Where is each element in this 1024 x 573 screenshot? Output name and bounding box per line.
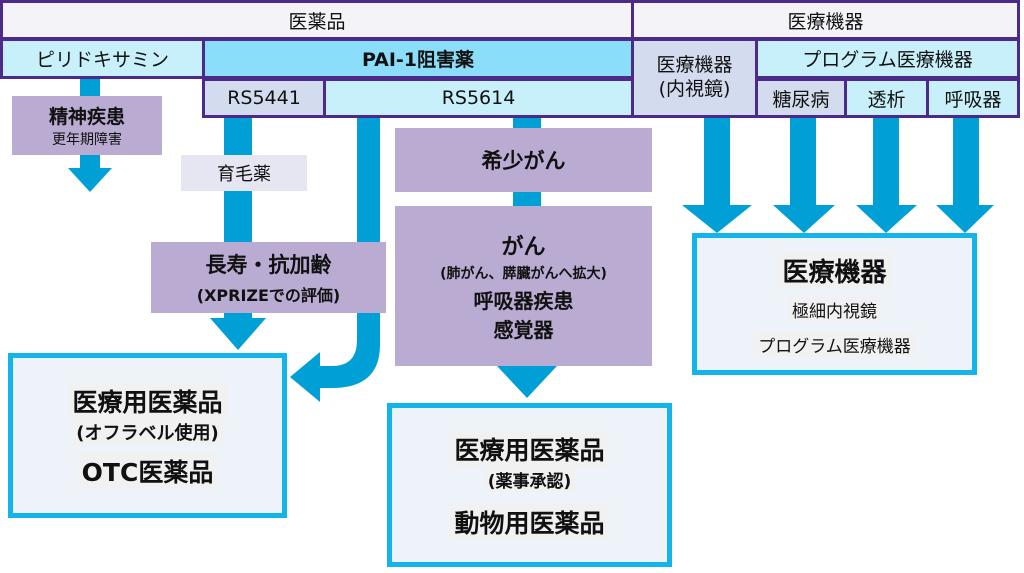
center-regulatory-approval: (薬事承認) (483, 466, 576, 492)
header-medical-devices-label: 医療機器 (787, 10, 864, 33)
box-psychiatric: 精神疾患 更年期障害 (12, 96, 162, 155)
target-center: 医療用医薬品 (薬事承認) 動物用医薬品 (387, 403, 672, 567)
pai1-label: PAI-1阻害薬 (361, 49, 475, 71)
device-endoscope-line2: (内視鏡) (658, 78, 731, 100)
arrow-endoscope (682, 115, 752, 233)
right-medical-devices: 医療機器 (778, 251, 891, 289)
longevity-sub: (XPRIZEでの評価) (196, 286, 341, 305)
cell-rs5614: RS5614 (323, 78, 634, 118)
box-rare-cancer: 希少がん (395, 128, 652, 192)
box-hair-growth: 育毛薬 (181, 155, 307, 191)
psychiatric-sub: 更年期障害 (52, 132, 122, 148)
cell-respiratory: 呼吸器 (926, 78, 1020, 118)
left-off-label: (オフラベル使用) (72, 418, 223, 445)
dialysis-label: 透析 (867, 88, 906, 111)
respiratory-label: 呼吸器 (944, 88, 1002, 111)
arrow-respiratory (936, 115, 994, 233)
device-endoscope-line1: 医療機器 (656, 54, 733, 77)
cell-pyridoxamine: ピリドキサミン (0, 38, 205, 79)
target-right: 医療機器 極細内視鏡 プログラム医療機器 (692, 233, 977, 375)
left-otc-drugs: OTC医薬品 (77, 452, 218, 489)
box-cancer: がん (肺がん、膵臓がんへ拡大) 呼吸器疾患 感覚器 (395, 206, 652, 366)
right-program-device: プログラム医療機器 (754, 331, 915, 357)
cell-rs5441: RS5441 (202, 78, 326, 118)
cancer-sub: (肺がん、膵臓がんへ拡大) (440, 266, 607, 282)
cancer-respiratory: 呼吸器疾患 (473, 289, 574, 313)
arrow-diabetes (773, 115, 835, 233)
rs5441-label: RS5441 (227, 87, 301, 109)
program-device-label: プログラム医療機器 (802, 49, 973, 71)
hair-growth-label: 育毛薬 (217, 164, 271, 185)
longevity-title: 長寿・抗加齢 (205, 253, 332, 277)
psychiatric-title: 精神疾患 (48, 106, 125, 128)
right-ultrathin-endoscope: 極細内視鏡 (788, 296, 881, 322)
left-ethical-drugs: 医療用医薬品 (68, 382, 227, 419)
cell-dialysis: 透析 (844, 78, 929, 118)
cell-device-endoscope: 医療機器 (内視鏡) (631, 38, 758, 118)
cancer-sensory: 感覚器 (493, 318, 554, 342)
arrow-dialysis (856, 115, 917, 233)
rare-cancer-label: 希少がん (481, 149, 566, 173)
target-left: 医療用医薬品 (オフラベル使用) OTC医薬品 (8, 353, 287, 518)
center-ethical-drugs: 医療用医薬品 (450, 430, 609, 467)
arrow-rs5441-curve (290, 115, 380, 402)
diabetes-label: 糖尿病 (772, 88, 830, 111)
cell-program-device: プログラム医療機器 (755, 38, 1020, 79)
box-longevity: 長寿・抗加齢 (XPRIZEでの評価) (151, 242, 386, 313)
header-pharmaceuticals: 医薬品 (0, 0, 634, 40)
pyridoxamine-label: ピリドキサミン (35, 49, 169, 71)
arrow-rs5441 (210, 115, 266, 350)
rs5614-label: RS5614 (441, 87, 516, 109)
cell-pai1-inhibitor: PAI-1阻害薬 (202, 38, 634, 79)
cancer-title: がん (501, 235, 546, 260)
header-pharmaceuticals-label: 医薬品 (288, 10, 346, 33)
cell-diabetes: 糖尿病 (755, 78, 847, 118)
center-veterinary-drugs: 動物用医薬品 (450, 503, 609, 540)
header-medical-devices: 医療機器 (631, 0, 1020, 40)
